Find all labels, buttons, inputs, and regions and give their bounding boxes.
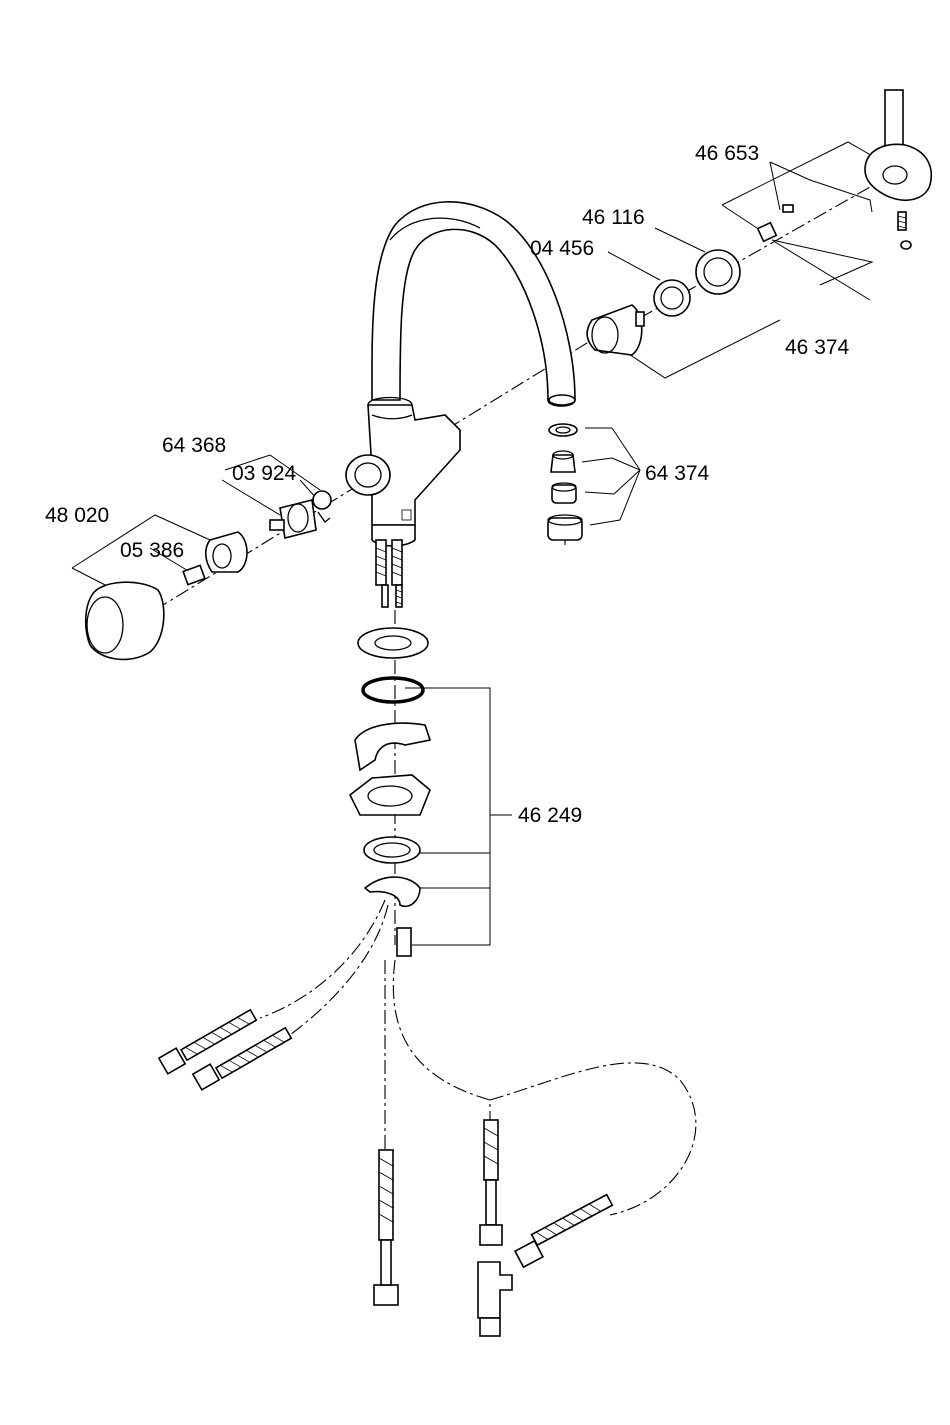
leader-lines: [72, 142, 888, 945]
supply-hoses: [159, 1010, 612, 1336]
cartridge-group: [587, 250, 740, 355]
label-64374: 64 374: [645, 463, 709, 484]
label-64368: 64 368: [162, 435, 226, 456]
label-46249: 46 249: [518, 805, 582, 826]
lever-handle: [758, 90, 932, 249]
faucet-body: [346, 202, 575, 607]
label-46653: 46 653: [695, 143, 759, 164]
aerator-group: [548, 424, 582, 540]
label-05386: 05 386: [120, 540, 184, 561]
label-46374: 46 374: [785, 337, 849, 358]
label-48020: 48 020: [45, 505, 109, 526]
label-03924: 03 924: [232, 463, 296, 484]
label-04456: 04 456: [530, 238, 594, 259]
assembly-axes: [155, 170, 900, 1215]
mounting-set: [350, 628, 430, 956]
label-46116: 46 116: [582, 207, 645, 228]
